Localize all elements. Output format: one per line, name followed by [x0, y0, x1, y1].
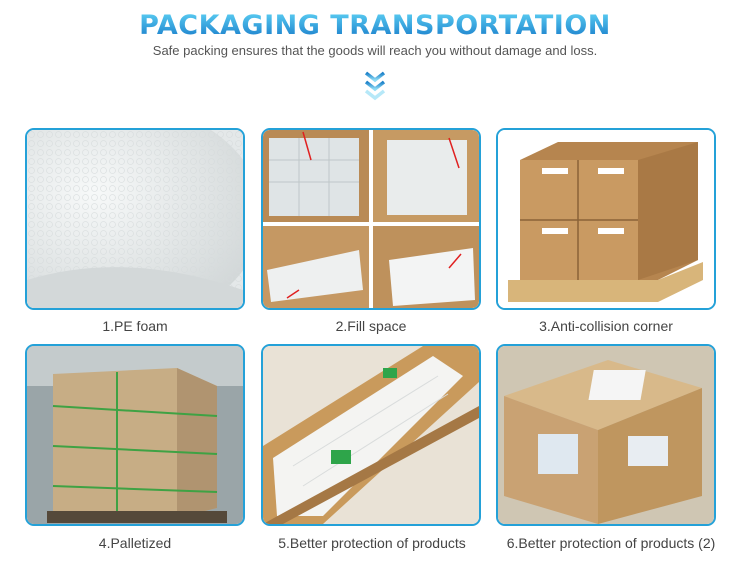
fill-space-image	[261, 128, 481, 310]
wooden-box-image	[496, 344, 716, 526]
crate-foam-image	[261, 344, 481, 526]
double-chevron-down-icon	[364, 71, 386, 101]
anti-collision-corner-image	[496, 128, 716, 310]
caption-pe-foam: 1.PE foam	[102, 318, 168, 334]
caption-anti-collision-corner: 3.Anti-collision corner	[539, 318, 673, 334]
caption-palletized: 4.Palletized	[98, 535, 172, 551]
page-title: PACKAGING TRANSPORTATION	[0, 10, 750, 41]
caption-better-protection-2: 6.Better protection of products (2)	[506, 535, 716, 551]
palletized-image	[25, 344, 245, 526]
pe-foam-image	[25, 128, 245, 310]
page-subtitle: Safe packing ensures that the goods will…	[152, 43, 598, 58]
caption-better-protection: 5.Better protection of products	[278, 535, 466, 551]
caption-fill-space: 2.Fill space	[335, 318, 407, 334]
